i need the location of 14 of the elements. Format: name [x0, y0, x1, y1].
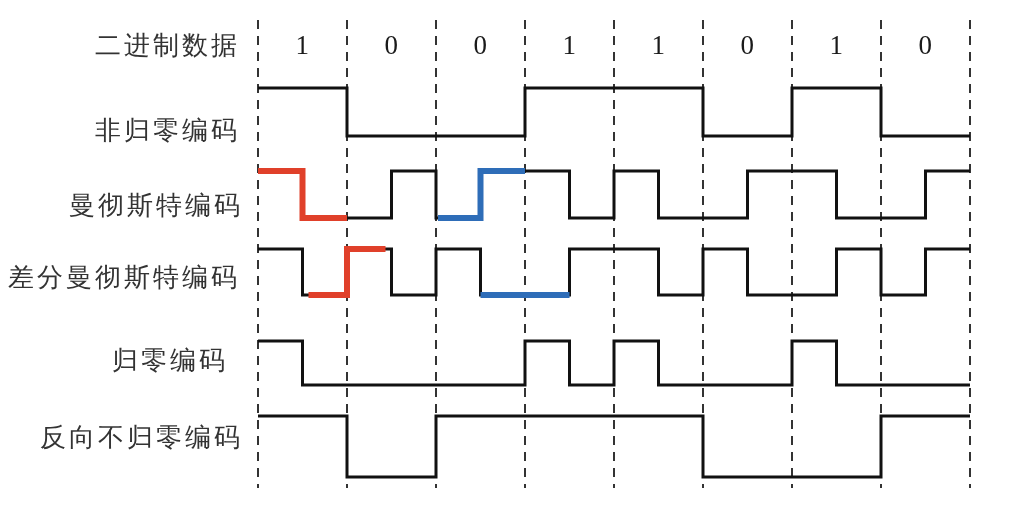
row-label: 差分曼彻斯特编码 — [8, 262, 240, 292]
bit-value: 0 — [473, 30, 487, 60]
bit-value: 1 — [651, 30, 665, 60]
row-label: 二进制数据 — [95, 30, 240, 60]
bit-value: 1 — [829, 30, 843, 60]
bit-value: 1 — [562, 30, 576, 60]
row-label: 归零编码 — [112, 345, 228, 375]
row-label: 反向不归零编码 — [40, 422, 243, 452]
bit-value: 1 — [295, 30, 309, 60]
bit-value: 0 — [740, 30, 754, 60]
row-label: 曼彻斯特编码 — [69, 190, 243, 220]
row-label: 非归零编码 — [95, 115, 240, 145]
bit-value: 0 — [918, 30, 932, 60]
bit-value: 0 — [384, 30, 398, 60]
